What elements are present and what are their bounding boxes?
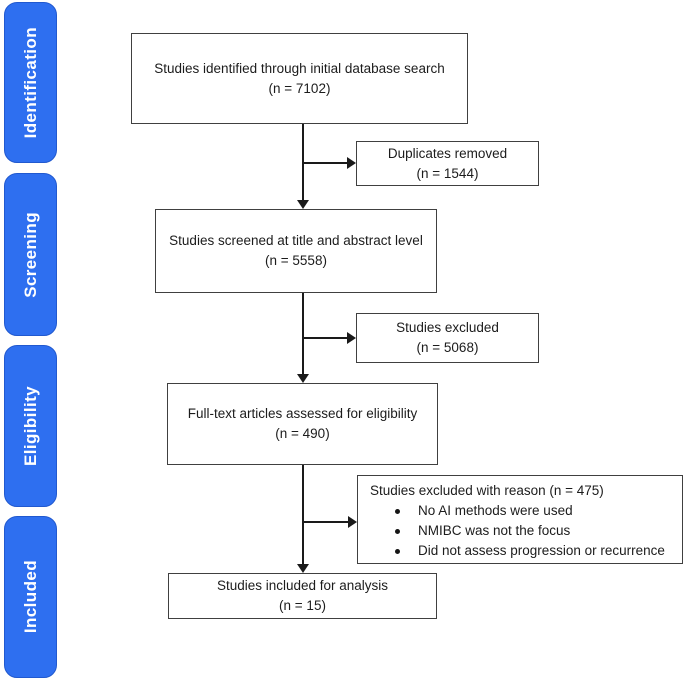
box-excluded-with-reason: Studies excluded with reason (n = 475) N… bbox=[357, 475, 683, 564]
box-studies-screened: Studies screened at title and abstract l… bbox=[155, 209, 437, 293]
connector-to-excluded bbox=[303, 337, 347, 339]
arrowhead-down-icon bbox=[297, 374, 309, 383]
arrowhead-down-icon bbox=[297, 564, 309, 573]
box-excluded-with-reason-title: Studies excluded with reason (n = 475) bbox=[370, 483, 604, 498]
stage-included: Included bbox=[4, 516, 57, 678]
bullet-dot-icon bbox=[395, 529, 400, 534]
stage-screening: Screening bbox=[4, 173, 57, 336]
stage-eligibility-label: Eligibility bbox=[20, 386, 40, 466]
box-studies-identified-count: (n = 7102) bbox=[268, 80, 331, 96]
box-studies-identified-text: Studies identified through initial datab… bbox=[154, 60, 445, 76]
box-duplicates-removed-count: (n = 1544) bbox=[416, 165, 479, 181]
excluded-reason-bullet-3-text: Did not assess progression or recurrence bbox=[418, 543, 665, 558]
excluded-reason-bullet-2-text: NMIBC was not the focus bbox=[418, 523, 571, 538]
box-studies-excluded-text: Studies excluded bbox=[396, 320, 499, 335]
box-duplicates-removed-text: Duplicates removed bbox=[387, 145, 508, 161]
box-studies-screened-text: Studies screened at title and abstract l… bbox=[169, 233, 423, 248]
box-studies-included-text: Studies included for analysis bbox=[216, 578, 389, 593]
box-studies-included: Studies included for analysis (n = 15) bbox=[168, 573, 437, 619]
box-fulltext-assessed: Full-text articles assessed for eligibil… bbox=[167, 383, 438, 465]
arrowhead-down-icon bbox=[297, 200, 309, 209]
excluded-reason-bullet-1: No AI methods were used bbox=[358, 501, 682, 521]
stage-identification-label: Identification bbox=[20, 26, 40, 139]
box-studies-included-count: (n = 15) bbox=[279, 598, 326, 613]
stage-identification: Identification bbox=[4, 2, 57, 163]
box-studies-excluded-count: (n = 5068) bbox=[416, 340, 479, 355]
bullet-dot-icon bbox=[395, 509, 400, 514]
box-duplicates-removed: Duplicates removed (n = 1544) bbox=[356, 141, 539, 186]
connector-to-excluded-with-reason bbox=[303, 521, 348, 523]
stage-eligibility: Eligibility bbox=[4, 345, 57, 507]
box-studies-screened-count: (n = 5558) bbox=[265, 253, 327, 268]
stage-included-label: Included bbox=[20, 560, 40, 634]
connector-to-duplicates bbox=[303, 162, 347, 164]
arrowhead-right-icon bbox=[348, 516, 357, 528]
bullet-dot-icon bbox=[395, 549, 400, 554]
arrowhead-right-icon bbox=[347, 332, 356, 344]
box-fulltext-assessed-count: (n = 490) bbox=[275, 426, 330, 441]
box-studies-excluded: Studies excluded (n = 5068) bbox=[356, 313, 539, 363]
arrowhead-right-icon bbox=[347, 157, 356, 169]
box-fulltext-assessed-text: Full-text articles assessed for eligibil… bbox=[187, 406, 418, 421]
stage-screening-label: Screening bbox=[20, 211, 40, 298]
connector-screened-to-fulltext bbox=[302, 293, 304, 375]
connector-fulltext-to-included bbox=[302, 465, 304, 564]
excluded-reason-bullet-1-text: No AI methods were used bbox=[418, 503, 573, 518]
excluded-reason-bullet-3: Did not assess progression or recurrence bbox=[358, 541, 682, 561]
box-studies-identified: Studies identified through initial datab… bbox=[131, 33, 468, 124]
excluded-reason-bullet-2: NMIBC was not the focus bbox=[358, 521, 682, 541]
